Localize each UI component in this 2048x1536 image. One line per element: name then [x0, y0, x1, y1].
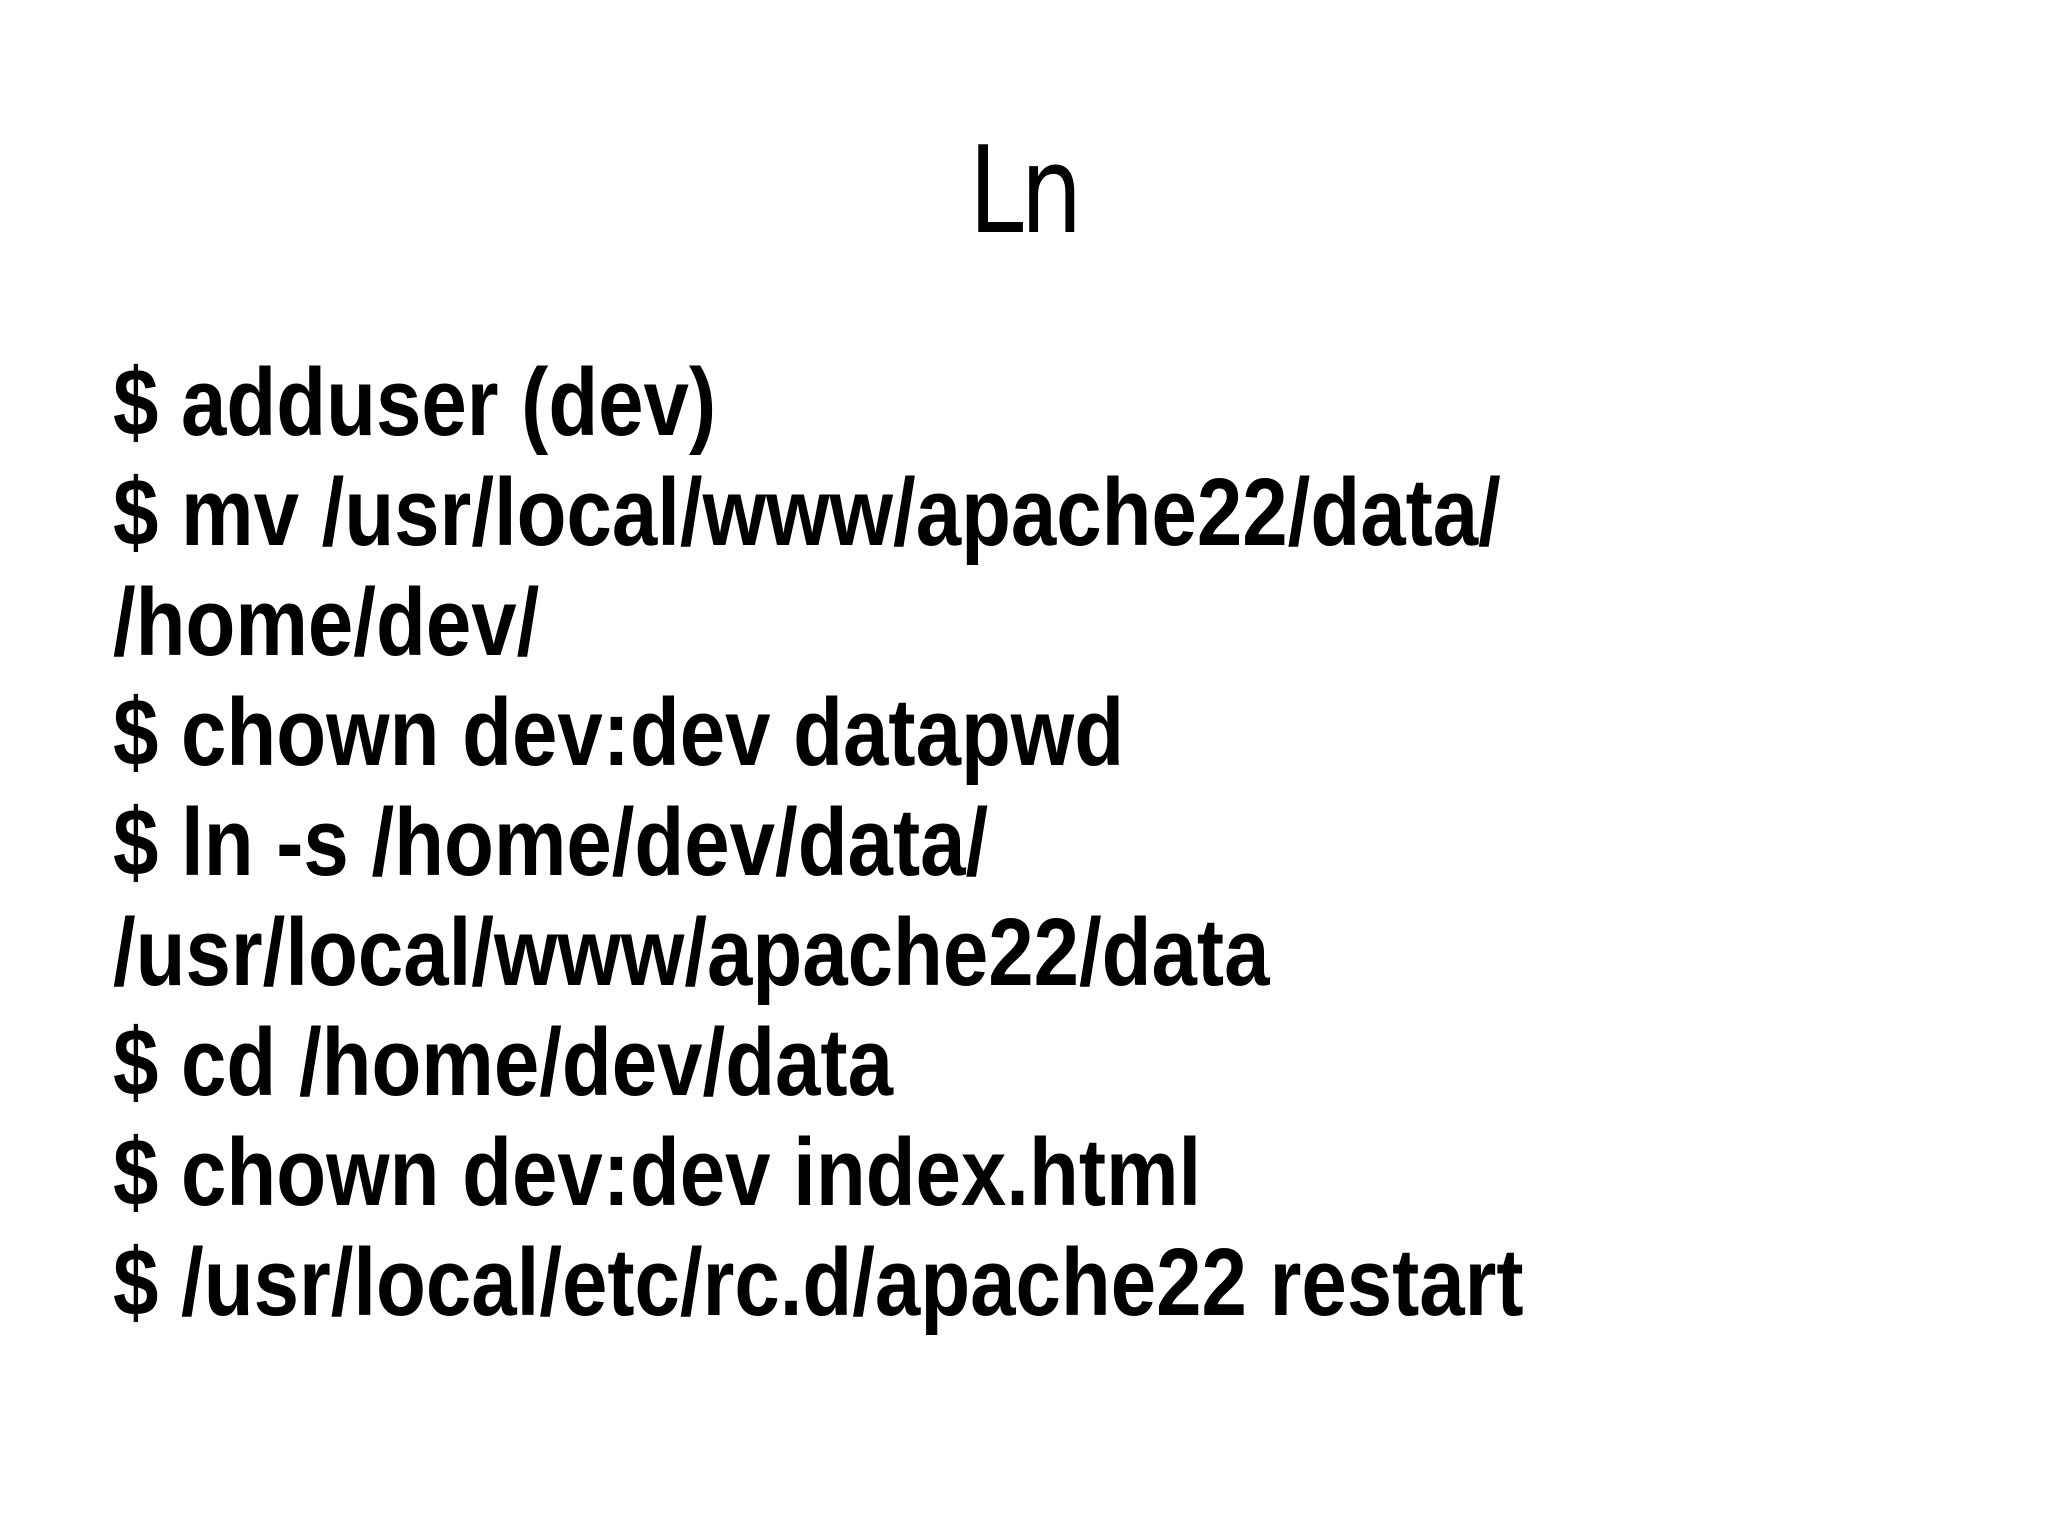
- command-line: $ chown dev:dev datapwd: [113, 679, 1125, 786]
- page-title: Ln: [968, 122, 1083, 261]
- command-line-continuation: /home/dev/: [113, 569, 540, 676]
- command-line: $ chown dev:dev index.html: [113, 1119, 1202, 1226]
- command-line: $ cd /home/dev/data: [113, 1009, 893, 1116]
- command-line: $ ln -s /home/dev/data/: [113, 789, 989, 896]
- command-line: $ mv /usr/local/www/apache22/data/: [113, 459, 1501, 566]
- command-line: $ adduser (dev): [113, 349, 717, 456]
- command-line-continuation: /usr/local/www/apache22/data: [113, 899, 1270, 1006]
- command-line: $ /usr/local/etc/rc.d/apache22 restart: [113, 1229, 1524, 1336]
- command-list: $ adduser (dev) $ mv /usr/local/www/apac…: [113, 348, 2008, 1338]
